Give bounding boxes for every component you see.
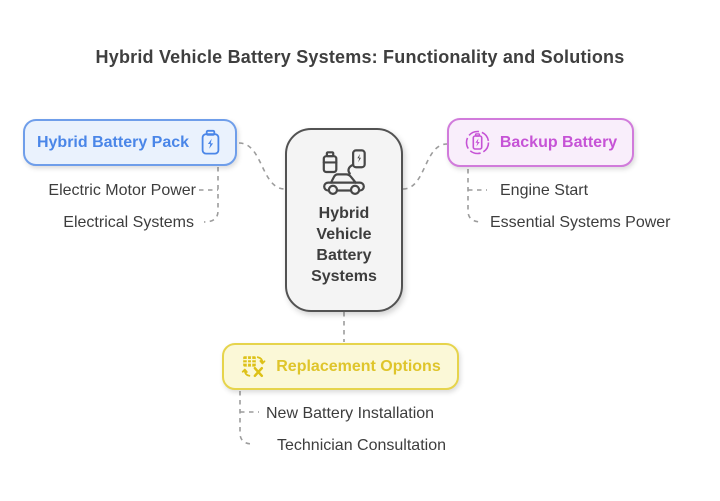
connector-yellow-subline (239, 391, 254, 445)
node-hybrid-battery-pack[interactable]: Hybrid Battery Pack (23, 119, 237, 166)
page-title: Hybrid Vehicle Battery Systems: Function… (95, 47, 625, 67)
connector-blue-subline (203, 167, 219, 223)
sub-item-new-battery-installation[interactable]: New Battery Installation (266, 405, 435, 422)
battery-bolt-icon (198, 129, 223, 156)
connector-blue-to-center (238, 142, 286, 190)
node-hybrid-vehicle-battery-systems[interactable]: Hybrid Vehicle Battery Systems (285, 128, 403, 312)
backup-battery-label: Backup Battery (499, 133, 618, 151)
sub-item-electric-motor-power[interactable]: Electric Motor Power (48, 182, 196, 199)
hybrid-battery-pack-label: Hybrid Battery Pack (36, 133, 190, 151)
center-node-label: Hybrid Vehicle Battery Systems (311, 205, 377, 286)
replacement-options-label: Replacement Options (276, 357, 441, 375)
sub-item-essential-systems-power[interactable]: Essential Systems Power (490, 214, 671, 231)
sub-item-electrical-systems[interactable]: Electrical Systems (63, 214, 194, 231)
sub-item-engine-start[interactable]: Engine Start (500, 182, 589, 199)
hybrid-car-charging-icon (318, 148, 370, 198)
connector-pink-subline (467, 169, 483, 223)
connector-center-to-pink (402, 143, 448, 190)
node-backup-battery[interactable]: Backup Battery (447, 118, 634, 167)
sub-item-technician-consultation[interactable]: Technician Consultation (277, 437, 446, 454)
node-replacement-options[interactable]: Replacement Options (222, 343, 459, 390)
circle-battery-bolt-icon (464, 129, 491, 156)
table-swap-icon (240, 353, 267, 380)
